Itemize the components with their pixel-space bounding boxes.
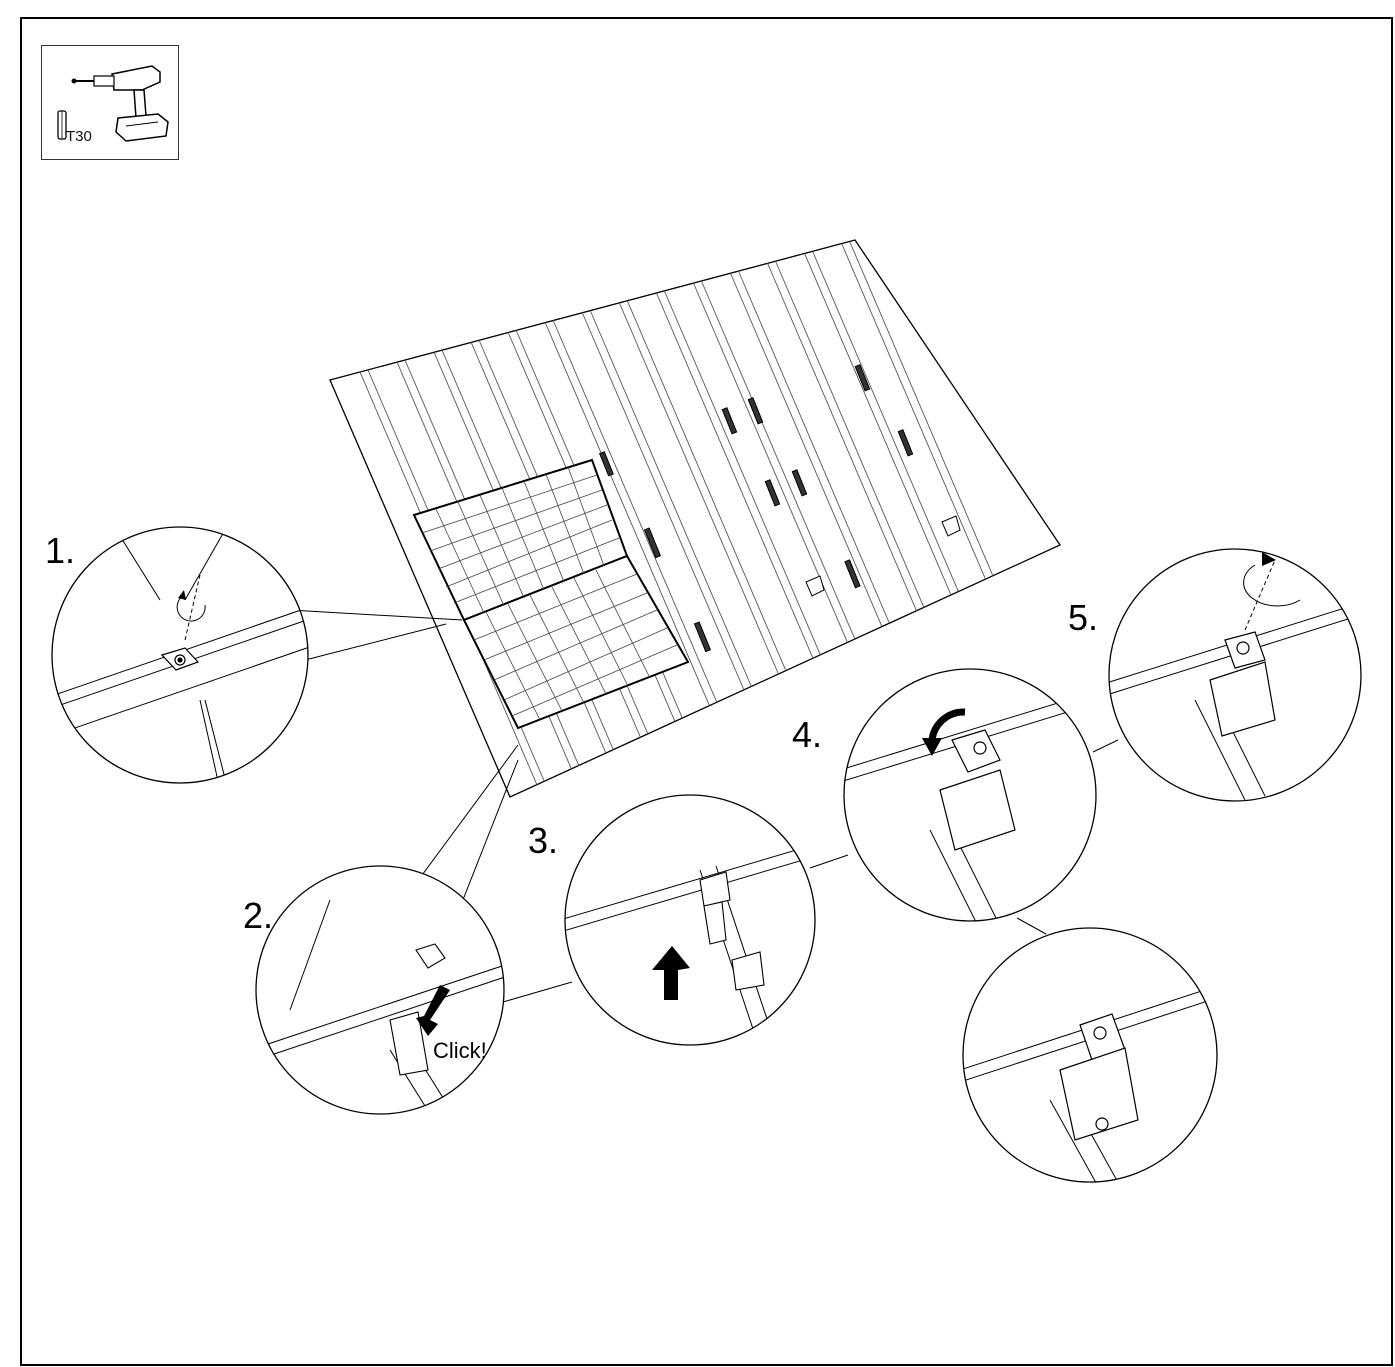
mounting-rails	[598, 364, 914, 653]
clamp-icon	[160, 647, 200, 671]
detail-circle-5	[1108, 548, 1362, 802]
step-4-label: 4.	[792, 714, 823, 755]
detail-circle-4	[843, 668, 1097, 922]
step-5-label: 5.	[1068, 597, 1099, 638]
detail-circle-3	[564, 794, 816, 1046]
step-1-label: 1.	[45, 530, 76, 571]
detail-circle-1	[51, 526, 309, 784]
detail-circle-2	[255, 865, 505, 1115]
tool-box	[41, 45, 179, 160]
page-frame	[20, 17, 1393, 1366]
step-3-label: 3.	[528, 820, 559, 861]
click-note: Click!	[433, 1038, 487, 1063]
step-2-label: 2.	[243, 895, 274, 936]
loose-clamps	[805, 515, 961, 597]
detail-circle-result	[962, 927, 1218, 1183]
solar-panels	[412, 458, 690, 730]
cordless-drill-icon	[57, 65, 169, 142]
bit-size-label: T30	[66, 128, 92, 145]
connector-lines	[502, 739, 1119, 1003]
